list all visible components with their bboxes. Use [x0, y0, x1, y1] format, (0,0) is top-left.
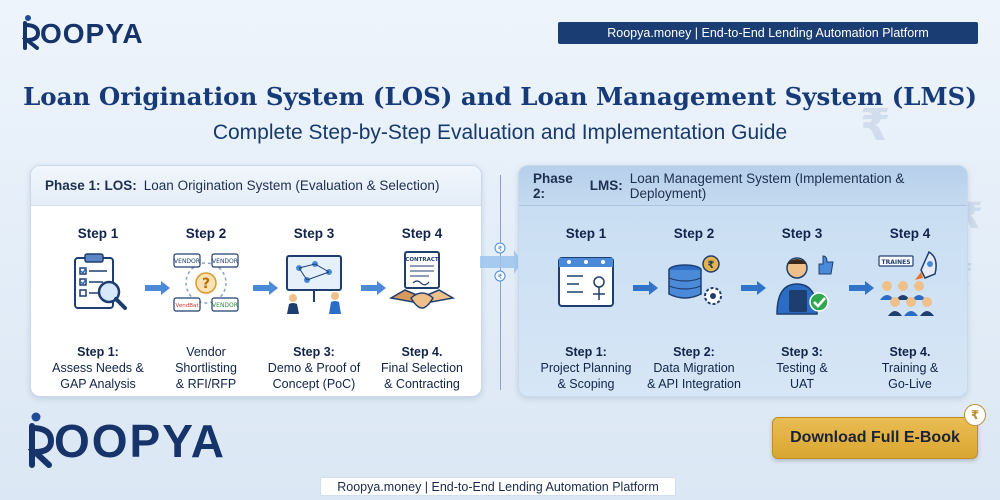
page-subtitle: Complete Step-by-Step Evaluation and Imp…: [212, 121, 788, 144]
step-line2: GAP Analysis: [60, 377, 136, 391]
step-title: Step 3:: [293, 345, 335, 359]
training-golive-rocket-icon: TRAINES: [878, 250, 937, 316]
phase-connector-icon: ₹ ₹: [480, 242, 522, 282]
trainees-text: TRAINES: [881, 259, 910, 266]
logo-mark-icon: [28, 412, 54, 468]
testing-tablet-person-icon: [776, 255, 834, 315]
phase1-steps: Step 1 Step 1: Assess Needs & GAP Analys…: [31, 206, 481, 396]
phase2-name: Loan Management System (Implementation &…: [629, 170, 905, 201]
phase2-code: LMS:: [589, 178, 623, 193]
step-title: Step 2:: [673, 345, 715, 359]
step-line1: Project Planning: [540, 361, 632, 375]
vendor-shortlist-icon: VENDOR VENDOR VendBat VENDOR ?: [173, 253, 239, 312]
svg-text:₹: ₹: [708, 260, 715, 271]
step-line2: & API Integration: [647, 377, 741, 391]
step-number: Step 1: [77, 226, 119, 241]
phase2-header: Phase 2: LMS: Loan Management System (Im…: [519, 166, 967, 206]
logo-text: OOPYA: [40, 18, 144, 49]
step-line1: Shortlisting: [175, 361, 237, 375]
arrow-right-icon: [361, 281, 386, 295]
step-description: Step 2: Data Migration & API Integration: [639, 344, 749, 392]
vendor-c-text: VendBat: [176, 303, 200, 309]
roopya-logo-large: OOPYA: [28, 412, 226, 468]
phase1-label: Phase 1:: [45, 178, 101, 193]
step-number: Step 1: [565, 226, 607, 241]
roopya-logo: OOPYA: [22, 14, 144, 50]
phase2-step-3: Step 3 Step 3: Testing & UAT: [747, 206, 857, 396]
vendor-d-text: VENDOR: [212, 302, 238, 309]
arrow-right-icon: [849, 281, 874, 295]
step-line2: Concept (PoC): [272, 377, 356, 391]
step-line2: & Contracting: [384, 377, 460, 391]
bottom-banner: Roopya.money | End-to-End Lending Automa…: [320, 477, 676, 496]
phase1-step-3: Step 3 Step 3: Demo & Proof of Concept (…: [259, 206, 369, 396]
step-line1: Final Selection: [381, 361, 463, 375]
phase1-name: Loan Origination System (Evaluation & Se…: [143, 178, 440, 193]
phase1-header: Phase 1: LOS: Loan Origination System (E…: [31, 166, 481, 206]
step-line2: & Scoping: [557, 377, 615, 391]
arrow-right-icon: [145, 281, 170, 295]
svg-text:₹: ₹: [498, 273, 503, 281]
step-description: Step 4. Final Selection & Contracting: [367, 344, 477, 392]
step-title: Vendor: [186, 345, 226, 359]
step-title: Step 3:: [781, 345, 823, 359]
arrow-right-icon: [633, 281, 658, 295]
page-title: Loan Origination System (LOS) and Loan M…: [23, 82, 977, 111]
step-number: Step 4: [889, 226, 931, 241]
step-description: Step 3: Demo & Proof of Concept (PoC): [259, 344, 369, 392]
step-description: Step 4. Training & Go-Live: [855, 344, 965, 392]
step-line2: & RFI/RFP: [175, 377, 237, 391]
phase2-label: Phase 2:: [533, 170, 573, 201]
arrow-right-icon: [741, 281, 766, 295]
step-description: Vendor Shortlisting & RFI/RFP: [151, 344, 261, 392]
rupee-watermark: ₹: [860, 100, 891, 151]
phase2-step-2: Step 2 ₹ Step 2: Data Migration & API In…: [639, 206, 749, 396]
phase2-step-1: Step 1 Step 1: Project Planning & Scopin…: [531, 206, 641, 396]
svg-text:?: ?: [202, 276, 210, 292]
step-description: Step 1: Project Planning & Scoping: [531, 344, 641, 392]
contract-text: CONTRACT: [405, 257, 439, 263]
step-title: Step 1:: [77, 345, 119, 359]
step-line1: Demo & Proof of: [267, 361, 361, 375]
project-planning-board-icon: [558, 257, 614, 307]
step-line1: Data Migration: [653, 361, 735, 375]
checklist-magnifier-icon: [74, 253, 127, 310]
step-title: Step 4.: [401, 345, 443, 359]
download-ebook-button[interactable]: Download Full E-Book: [772, 417, 978, 459]
step-number: Step 2: [185, 226, 227, 241]
step-description: Step 3: Testing & UAT: [747, 344, 857, 392]
vendor-a-text: VENDOR: [174, 258, 200, 265]
step-line1: Training &: [881, 361, 939, 375]
phase2-step-4: Step 4 TRAINES Step 4. Training & Go-Liv…: [855, 206, 965, 396]
step-description: Step 1: Assess Needs & GAP Analysis: [43, 344, 153, 392]
contract-handshake-icon: CONTRACT: [389, 251, 455, 309]
step-line1: Assess Needs &: [52, 361, 144, 375]
logo-mark-icon: [22, 15, 40, 50]
step-line2: Go-Live: [888, 377, 932, 391]
phase1-code: LOS:: [104, 178, 137, 193]
logo-text: OOPYA: [54, 415, 226, 467]
phase1-panel: Phase 1: LOS: Loan Origination System (E…: [30, 165, 482, 397]
svg-text:₹: ₹: [498, 245, 503, 253]
step-number: Step 3: [781, 226, 823, 241]
phase2-steps: Step 1 Step 1: Project Planning & Scopin…: [519, 206, 967, 396]
step-title: Step 1:: [565, 345, 607, 359]
phase1-step-1: Step 1 Step 1: Assess Needs & GAP Analys…: [43, 206, 153, 396]
step-number: Step 2: [673, 226, 715, 241]
step-line1: Testing &: [776, 361, 828, 375]
rupee-coin-icon: ₹: [964, 404, 986, 426]
step-line2: UAT: [789, 377, 815, 391]
phase-divider: [500, 175, 501, 390]
vendor-b-text: VENDOR: [212, 258, 238, 265]
arrow-right-icon: [253, 281, 278, 295]
data-migration-database-icon: ₹: [668, 255, 722, 305]
top-banner: Roopya.money | End-to-End Lending Automa…: [558, 22, 978, 44]
phase2-panel: Phase 2: LMS: Loan Management System (Im…: [518, 165, 968, 397]
step-title: Step 4.: [889, 345, 931, 359]
phase1-step-4: Step 4 CONTRACT Step 4. Final Selection …: [367, 206, 477, 396]
phase1-step-2: Step 2 VENDOR VENDOR VendBat VENDOR ? Ve…: [151, 206, 261, 396]
demo-presentation-icon: [286, 255, 342, 314]
step-number: Step 4: [401, 226, 443, 241]
step-number: Step 3: [293, 226, 335, 241]
